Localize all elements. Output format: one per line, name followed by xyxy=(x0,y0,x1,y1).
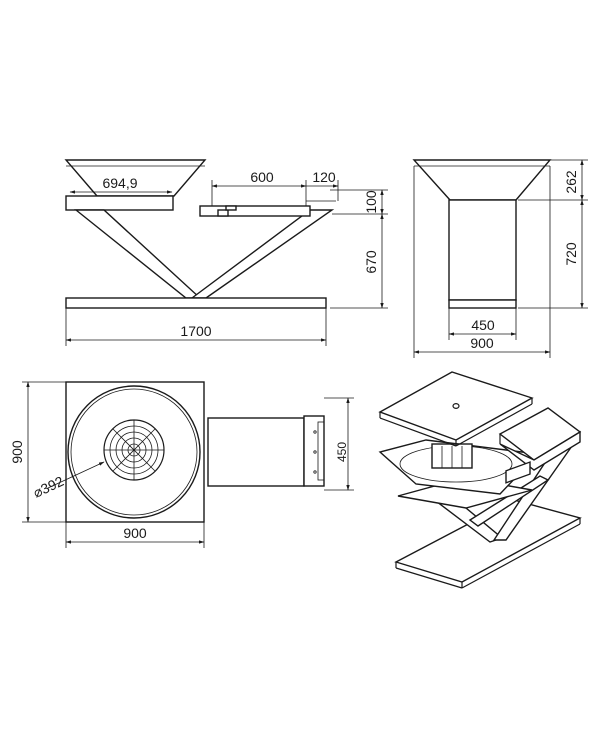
front-plate xyxy=(65,195,174,211)
dim-base-height: 670 xyxy=(363,250,379,274)
front-leg-right xyxy=(189,209,335,299)
side-body xyxy=(448,199,517,301)
dim-shelf-end: 120 xyxy=(312,169,336,185)
dim-top-width: 900 xyxy=(123,525,147,541)
dim-top-height: 900 xyxy=(9,440,25,464)
dim-shelf-height: 100 xyxy=(363,190,379,214)
dim-side-bowl-height: 262 xyxy=(563,170,579,194)
front-base xyxy=(65,297,327,309)
front-view: 694,9 600 120 100 670 1700 xyxy=(64,159,388,346)
dim-side-total-width: 900 xyxy=(470,335,494,351)
front-bowl xyxy=(64,159,207,197)
dim-shelf-length: 600 xyxy=(250,169,274,185)
side-view: 262 720 450 900 xyxy=(412,159,588,358)
side-base xyxy=(448,299,517,309)
dim-total-length: 1700 xyxy=(180,323,211,339)
dim-side-body-height: 720 xyxy=(563,242,579,266)
lid-knob-icon xyxy=(452,403,460,410)
top-view: 900 ⌀392 900 450 xyxy=(9,381,354,548)
top-tray xyxy=(207,417,305,487)
front-leg-left xyxy=(74,209,202,299)
dim-grate-diameter: ⌀392 xyxy=(31,473,67,501)
front-shelf xyxy=(199,205,311,217)
dim-front-bowl-width: 694,9 xyxy=(102,175,137,191)
isometric-view xyxy=(378,371,582,589)
dim-tray-width: 450 xyxy=(335,442,349,462)
dim-side-inner-width: 450 xyxy=(471,317,495,333)
grate-icon xyxy=(103,419,165,481)
